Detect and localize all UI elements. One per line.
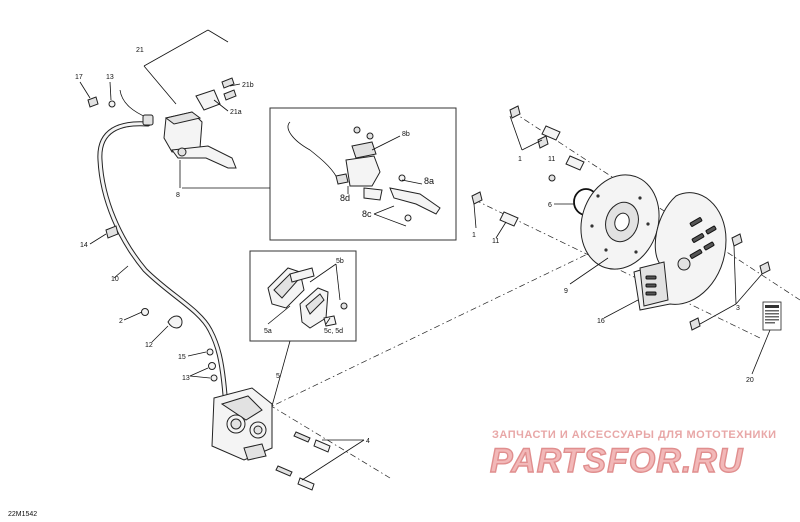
watermark-logo: PARTSFOR.RU [490,442,744,480]
callout-4: 4 [366,438,370,445]
callout-16: 16 [597,318,605,325]
callout-21b: 21b [242,82,254,89]
brake-hose [97,89,228,398]
callout-6: 6 [548,202,552,209]
callout-1-top: 1 [518,156,522,163]
callout-8c: 8c [362,209,372,219]
callout-17: 17 [75,74,83,81]
master-cylinder [163,89,237,169]
callouts: 21 17 13 21b 21a 8 8b 8a 8d 8c 14 10 2 1… [75,47,754,445]
fittings-left [87,77,237,382]
warning-label [762,301,782,331]
callout-9: 9 [564,288,568,295]
callout-13-bottom: 13 [182,375,190,382]
callout-21: 21 [136,47,144,54]
callout-14: 14 [80,242,88,249]
disc-bolts [471,105,585,227]
callout-12: 12 [145,342,153,349]
callout-8a: 8a [424,176,434,186]
guard-bolts [689,233,771,331]
watermark: ЗАПЧАСТИ И АКСЕССУАРЫ ДЛЯ МОТОТЕХНИКИ PA… [489,429,777,481]
callout-21a: 21a [230,109,242,116]
callout-20: 20 [746,377,754,384]
brake-pads-detail [267,267,348,329]
diagram-code: 22M1542 [8,511,37,518]
callout-11-upper: 11 [548,156,555,163]
callout-5c-5d: 5c, 5d [324,328,343,335]
callout-8b: 8b [402,131,410,138]
leader-lines [79,29,771,481]
master-cylinder-detail [287,121,441,222]
callout-3: 3 [736,305,740,312]
callout-5b: 5b [336,258,344,265]
callout-13-top: 13 [106,74,114,81]
callout-2: 2 [119,318,123,325]
callout-1-bottom: 1 [472,232,476,239]
callout-8: 8 [176,192,180,199]
watermark-tagline: ЗАПЧАСТИ И АКСЕССУАРЫ ДЛЯ МОТОТЕХНИКИ [492,429,777,441]
callout-8d: 8d [340,193,350,203]
callout-11: 11 [492,238,499,245]
caliper-bolts [275,431,331,491]
brake-disc [580,174,660,270]
brake-caliper [211,387,273,461]
callout-5: 5 [276,373,280,380]
callout-10: 10 [111,276,119,283]
callout-15: 15 [178,354,186,361]
disc-guard [633,192,727,311]
callout-5a: 5a [264,328,272,335]
